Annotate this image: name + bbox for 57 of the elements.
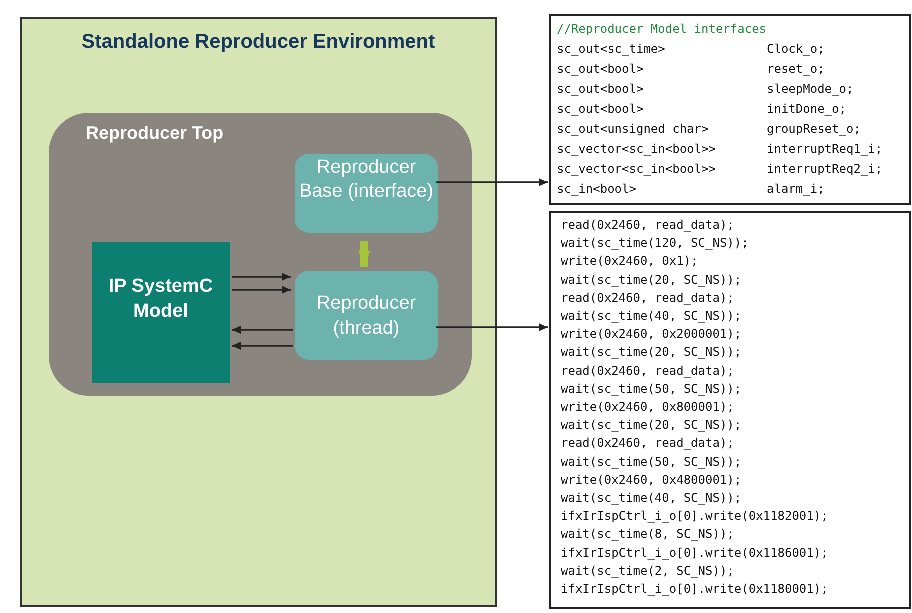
code-line: write(0x2460, 0x2000001); (561, 327, 742, 342)
code-panel (549, 211, 911, 609)
code-line: read(0x2460, read_data); (561, 218, 734, 232)
box-label: Reproducer (thread) (316, 292, 418, 341)
code-line: sc_vector<sc_in<bool>> (557, 142, 716, 156)
code-line: ifxIrIspCtrl_i_o[0].write(0x1182001); (561, 509, 828, 524)
code-line: interruptReq1_i; (767, 142, 883, 156)
container-box (49, 113, 472, 396)
container-label: Reproducer Top (86, 123, 224, 144)
code-line: sleepMode_o; (767, 82, 854, 96)
code-line: write(0x2460, 0x800001); (561, 400, 734, 414)
code-line: ifxIrIspCtrl_i_o[0].write(0x1186001); (561, 546, 828, 560)
arrow (232, 273, 291, 281)
code-line: interruptReq2_i; (767, 162, 883, 176)
arrow (436, 324, 548, 332)
block-arrow (358, 241, 370, 267)
arrow (232, 286, 291, 294)
code-line: read(0x2460, read_data); (561, 436, 734, 450)
arrow (436, 178, 548, 186)
code-line: sc_out<bool> (557, 62, 644, 76)
code-line: sc_vector<sc_in<bool>> (557, 162, 716, 176)
environment-panel (20, 17, 497, 607)
code-line: alarm_i; (767, 182, 825, 196)
code-line: wait(sc_time(20, SC_NS)); (561, 345, 742, 360)
code-line: initDone_o; (767, 102, 846, 116)
code-line: wait(sc_time(50, SC_NS)); (561, 382, 742, 396)
code-line: wait(sc_time(8, SC_NS)); (561, 527, 734, 542)
component-box (295, 271, 438, 360)
code-line: wait(sc_time(120, SC_NS)); (561, 236, 749, 250)
code-line: wait(sc_time(40, SC_NS)); (561, 491, 742, 505)
component-box (295, 154, 438, 233)
code-panel (549, 14, 911, 205)
code-line: sc_out<bool> (557, 102, 644, 116)
box-label: Reproducer Base (interface) (298, 156, 435, 204)
code-line: wait(sc_time(20, SC_NS)); (561, 418, 742, 432)
code-line: read(0x2460, read_data); (561, 364, 734, 378)
code-line: read(0x2460, read_data); (561, 290, 734, 305)
code-line: sc_out<unsigned char> (557, 122, 709, 136)
model-box (92, 242, 230, 383)
code-line: wait(sc_time(40, SC_NS)); (561, 309, 742, 323)
code-line: ifxIrIspCtrl_i_o[0].write(0x1180001); (561, 582, 828, 596)
code-line: groupReset_o; (767, 122, 861, 136)
box-label: IP SystemC Model (108, 275, 214, 324)
code-line: Clock_o; (767, 42, 825, 56)
code-line: wait(sc_time(20, SC_NS)); (561, 272, 742, 287)
code-line: reset_o; (767, 62, 825, 76)
code-line: sc_out<bool> (557, 82, 644, 96)
arrow (232, 326, 293, 334)
title-text: Standalone Reproducer Environment (80, 31, 436, 54)
code-comment: //Reproducer Model interfaces (557, 22, 767, 36)
code-line: wait(sc_time(2, SC_NS)); (561, 564, 734, 578)
code-line: write(0x2460, 0x4800001); (561, 472, 742, 487)
code-line: write(0x2460, 0x1); (561, 254, 698, 268)
arrow (232, 342, 293, 350)
code-line: sc_in<bool> (557, 182, 636, 196)
code-line: sc_out<sc_time> (557, 42, 666, 56)
code-line: wait(sc_time(50, SC_NS)); (561, 454, 742, 469)
